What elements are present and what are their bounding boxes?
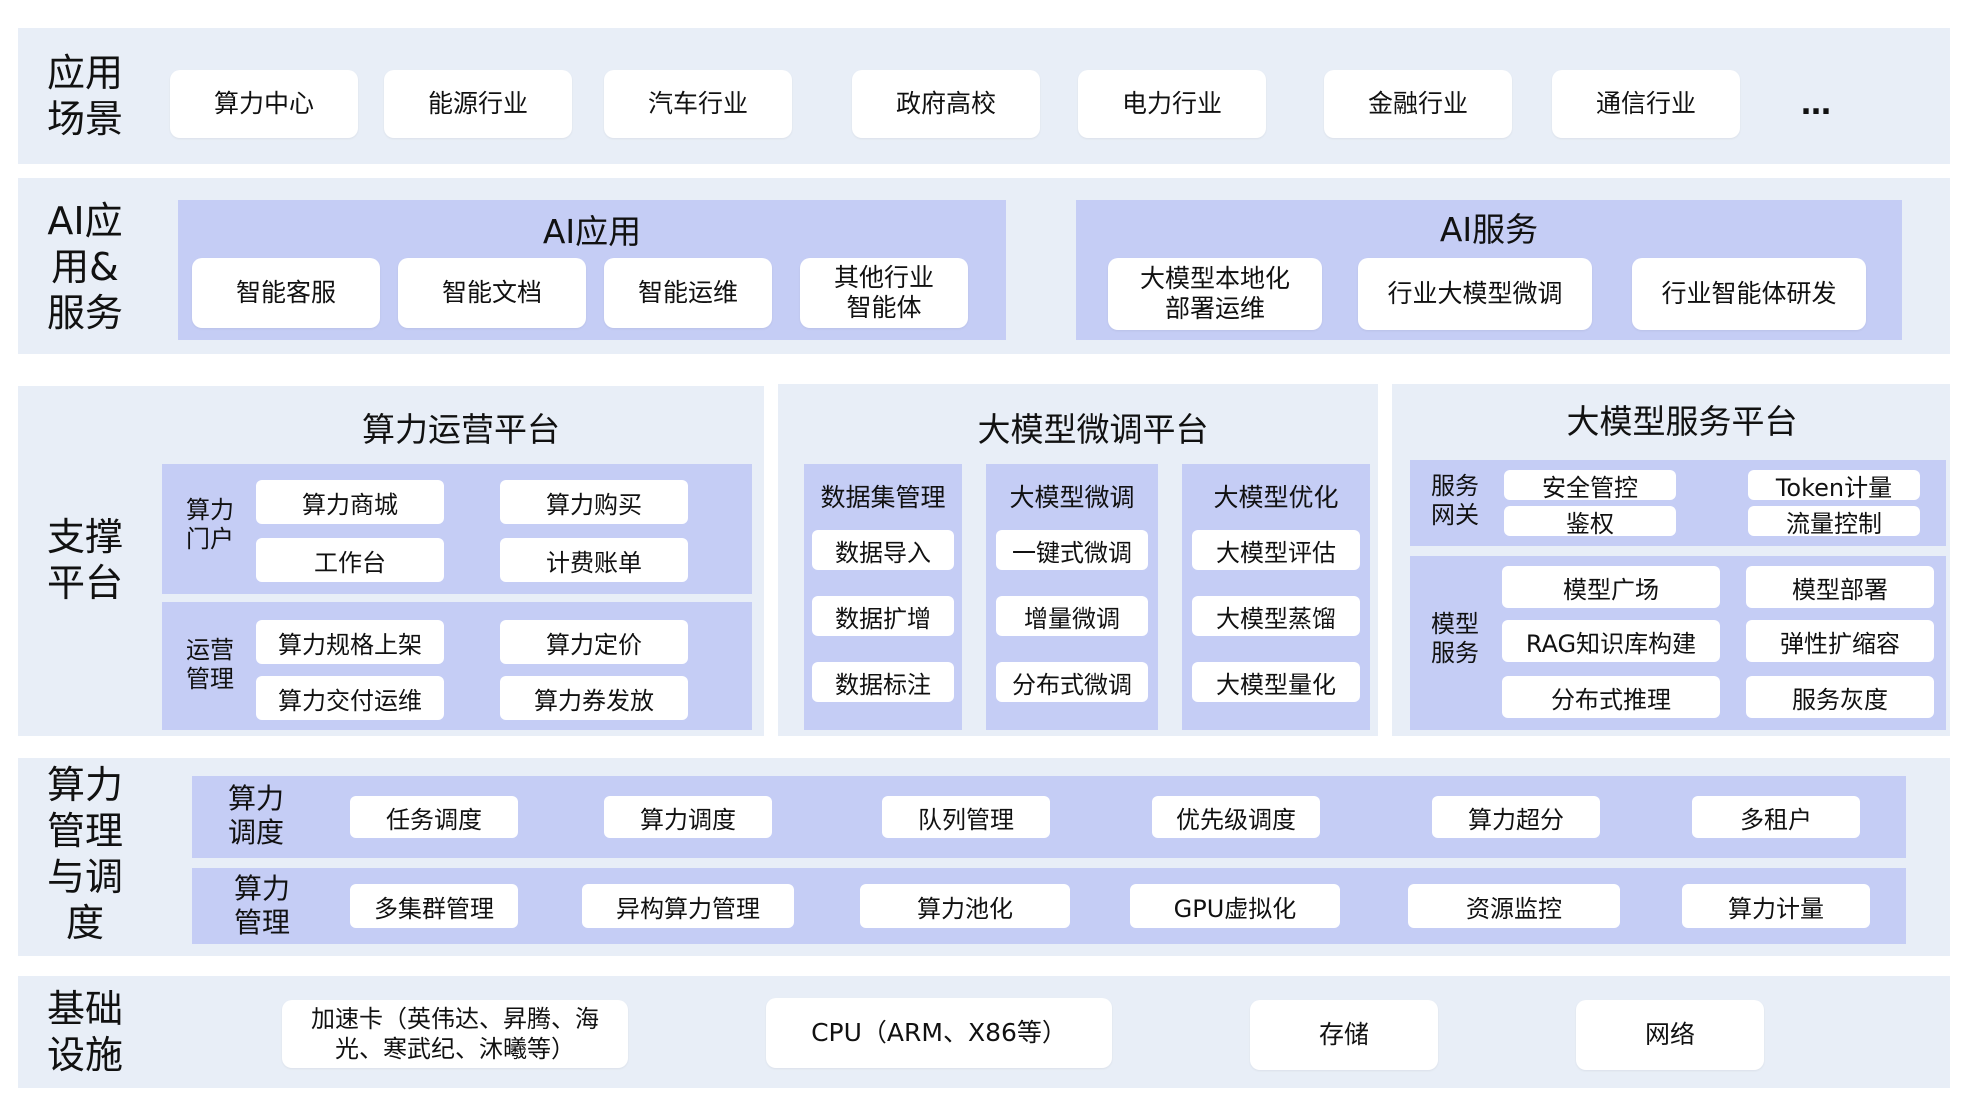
more-ellipsis: …: [1801, 86, 1831, 122]
schedule-item[interactable]: 多租户: [1692, 796, 1860, 838]
ops-manage-item[interactable]: 算力定价: [500, 620, 688, 664]
ai-app-item[interactable]: 智能运维: [604, 258, 772, 328]
ai-app-item[interactable]: 其他行业 智能体: [800, 258, 968, 328]
finetune-column-item[interactable]: 数据扩增: [812, 596, 954, 636]
ops-manage-item[interactable]: 算力交付运维: [256, 676, 444, 720]
finetune-column-item[interactable]: 数据导入: [812, 530, 954, 570]
manage-item[interactable]: 多集群管理: [350, 884, 518, 928]
scenario-item[interactable]: 算力中心: [170, 70, 358, 138]
ai-label: AI应 用& 服务: [46, 199, 123, 335]
compute-label: 算力 管理 与调 度: [46, 763, 123, 945]
finetune-column-item[interactable]: 大模型量化: [1192, 662, 1360, 702]
finetune-column-item[interactable]: 大模型蒸馏: [1192, 596, 1360, 636]
scenario-item[interactable]: 能源行业: [384, 70, 572, 138]
finetune-column-title: 大模型优化: [1213, 483, 1339, 512]
scenario-item[interactable]: 通信行业: [1552, 70, 1740, 138]
ops-portal-item[interactable]: 计费账单: [500, 538, 688, 582]
manage-item[interactable]: 算力计量: [1682, 884, 1870, 928]
schedule-item[interactable]: 任务调度: [350, 796, 518, 838]
scenario-item[interactable]: 金融行业: [1324, 70, 1512, 138]
support-band-left: [18, 386, 148, 736]
ai-app-item[interactable]: 智能客服: [192, 258, 380, 328]
ops-manage-item[interactable]: 算力券发放: [500, 676, 688, 720]
model-service-item[interactable]: 弹性扩缩容: [1746, 620, 1934, 662]
finetune-platform-title: 大模型微调平台: [977, 410, 1209, 449]
service-gateway-item[interactable]: 安全管控: [1504, 470, 1676, 502]
ai-service-item[interactable]: 行业智能体研发: [1632, 258, 1866, 330]
finetune-column-item[interactable]: 增量微调: [996, 596, 1148, 636]
support-label: 支撑 平台: [46, 515, 123, 605]
finetune-column-title: 大模型微调: [1009, 483, 1135, 512]
schedule-item[interactable]: 优先级调度: [1152, 796, 1320, 838]
ai-app-title: AI应用: [542, 212, 642, 251]
schedule-item[interactable]: 队列管理: [882, 796, 1050, 838]
scenario-item[interactable]: 电力行业: [1078, 70, 1266, 138]
model-service-item[interactable]: 模型部署: [1746, 566, 1934, 608]
ops-portal-label: 算力 门户: [186, 496, 234, 553]
infra-item[interactable]: 加速卡（英伟达、昇腾、海 光、寒武纪、沐曦等）: [282, 1000, 628, 1068]
manage-item[interactable]: 算力池化: [860, 884, 1070, 928]
finetune-column-item[interactable]: 分布式微调: [996, 662, 1148, 702]
model-service-item[interactable]: 分布式推理: [1502, 676, 1720, 718]
ops-manage-label: 运营 管理: [186, 636, 234, 693]
manage-item[interactable]: 资源监控: [1408, 884, 1620, 928]
service-gateway-label: 服务 网关: [1431, 472, 1479, 529]
schedule-item[interactable]: 算力超分: [1432, 796, 1600, 838]
schedule-item[interactable]: 算力调度: [604, 796, 772, 838]
model-service-item[interactable]: 服务灰度: [1746, 676, 1934, 718]
ai-service-item[interactable]: 大模型本地化 部署运维: [1108, 258, 1322, 330]
ai-service-item[interactable]: 行业大模型微调: [1358, 258, 1592, 330]
finetune-column-item[interactable]: 一键式微调: [996, 530, 1148, 570]
scenario-item[interactable]: 汽车行业: [604, 70, 792, 138]
compute-schedule-label: 算力 调度: [227, 782, 284, 849]
ops-platform-title: 算力运营平台: [362, 410, 560, 449]
service-gateway-item[interactable]: 鉴权: [1504, 506, 1676, 538]
infra-item[interactable]: CPU（ARM、X86等）: [766, 998, 1112, 1068]
service-platform-title: 大模型服务平台: [1566, 402, 1798, 441]
app-scenario-label: 应用 场景: [46, 51, 123, 141]
ops-portal-item[interactable]: 工作台: [256, 538, 444, 582]
scenario-item[interactable]: 政府高校: [852, 70, 1040, 138]
infra-label: 基础 设施: [46, 987, 123, 1077]
ops-portal-item[interactable]: 算力商城: [256, 480, 444, 524]
compute-manage-label: 算力 管理: [233, 872, 290, 939]
ai-service-title: AI服务: [1439, 210, 1539, 249]
finetune-column-title: 数据集管理: [820, 483, 946, 512]
infra-item[interactable]: 网络: [1576, 1000, 1764, 1070]
ai-app-item[interactable]: 智能文档: [398, 258, 586, 328]
finetune-column-item[interactable]: 大模型评估: [1192, 530, 1360, 570]
infra-item[interactable]: 存储: [1250, 1000, 1438, 1070]
manage-item[interactable]: GPU虚拟化: [1130, 884, 1340, 928]
ops-manage-item[interactable]: 算力规格上架: [256, 620, 444, 664]
model-service-item[interactable]: RAG知识库构建: [1502, 620, 1720, 662]
manage-item[interactable]: 异构算力管理: [582, 884, 794, 928]
service-gateway-item[interactable]: 流量控制: [1748, 506, 1920, 538]
service-gateway-item[interactable]: Token计量: [1748, 470, 1920, 502]
finetune-column-item[interactable]: 数据标注: [812, 662, 954, 702]
model-service-label: 模型 服务: [1431, 610, 1479, 667]
ops-portal-item[interactable]: 算力购买: [500, 480, 688, 524]
model-service-item[interactable]: 模型广场: [1502, 566, 1720, 608]
